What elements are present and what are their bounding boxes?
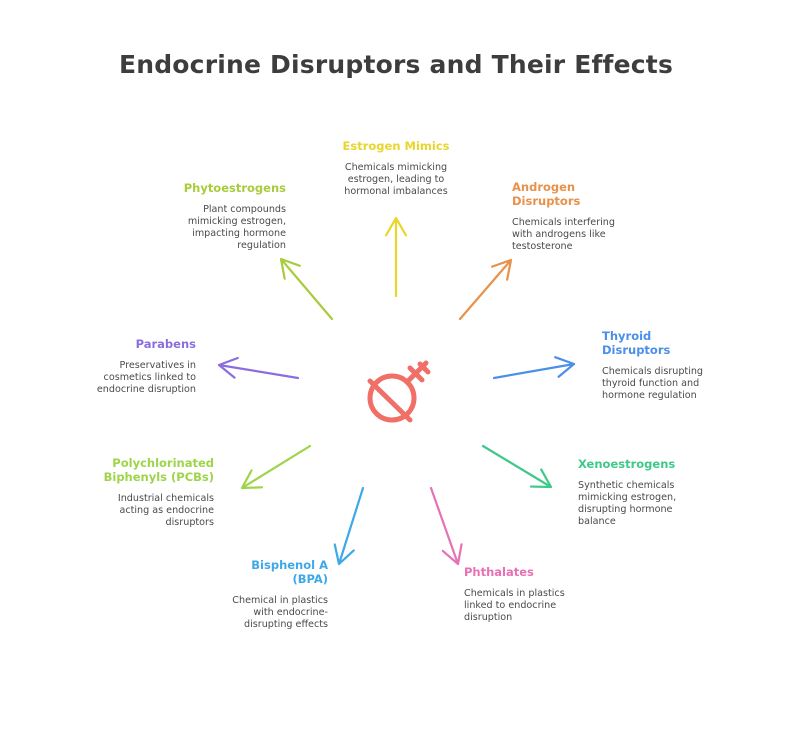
diagram-title: Endocrine Disruptors and Their Effects [118, 50, 674, 79]
arrow-phthalates [429, 486, 463, 566]
node-title: Xenoestrogens [578, 457, 676, 471]
arrow-phyto [279, 257, 334, 321]
node-title: Parabens [135, 337, 196, 351]
node-pcbs: Polychlorinated Biphenyls (PCBs) Industr… [74, 456, 214, 529]
node-description: Chemicals in plastics linked to endocrin… [464, 588, 565, 623]
node-androgen-disruptors: Androgen Disruptors Chemicals interferin… [512, 180, 652, 253]
node-thyroid-disruptors: Thyroid Disruptors Chemicals disrupting … [602, 329, 742, 402]
node-title: Bisphenol A (BPA) [251, 558, 328, 586]
arrow-androgen [458, 258, 513, 321]
arrow-estrogen [384, 216, 408, 298]
node-title: Polychlorinated Biphenyls (PCBs) [103, 456, 214, 484]
node-parabens: Parabens Preservatives in cosmetics link… [56, 337, 196, 396]
node-description: Industrial chemicals acting as endocrine… [117, 493, 214, 528]
node-description: Chemicals disrupting thyroid function an… [602, 366, 704, 401]
node-estrogen-mimics: Estrogen Mimics Chemicals mimicking estr… [330, 139, 462, 198]
arrow-xeno [481, 444, 553, 489]
node-bisphenol-a: Bisphenol A (BPA) Chemical in plastics w… [188, 558, 328, 631]
node-description: Chemicals mimicking estrogen, leading to… [344, 162, 448, 197]
female-male-symbol-icon [367, 360, 431, 423]
node-phthalates: Phthalates Chemicals in plastics linked … [464, 565, 604, 624]
arrow-parabens [217, 356, 300, 380]
node-title: Phthalates [464, 565, 534, 579]
node-phytoestrogens: Phytoestrogens Plant compounds mimicking… [146, 181, 286, 252]
node-title: Estrogen Mimics [342, 139, 450, 153]
node-title: Thyroid Disruptors [602, 329, 671, 357]
arrow-bpa [333, 486, 365, 566]
node-xenoestrogens: Xenoestrogens Synthetic chemicals mimick… [578, 457, 718, 528]
node-description: Chemical in plastics with endocrine- dis… [232, 595, 328, 630]
node-title: Androgen Disruptors [512, 180, 581, 208]
node-description: Plant compounds mimicking estrogen, impa… [187, 204, 286, 251]
node-description: Preservatives in cosmetics linked to end… [96, 360, 196, 395]
arrow-thyroid [492, 356, 576, 380]
node-title: Phytoestrogens [183, 181, 286, 195]
node-description: Synthetic chemicals mimicking estrogen, … [578, 480, 677, 527]
node-description: Chemicals interfering with androgens lik… [512, 217, 615, 252]
arrow-pcbs [240, 444, 312, 490]
